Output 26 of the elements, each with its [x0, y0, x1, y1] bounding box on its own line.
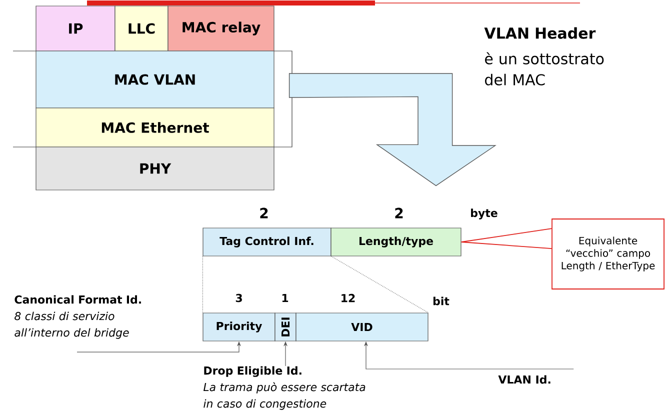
size-label: 2 — [260, 208, 268, 218]
protocol-layer-box: IP — [36, 6, 116, 52]
block-arrow — [288, 73, 496, 186]
protocol-layer-box: MAC VLAN — [36, 50, 274, 108]
annotation-text: VLAN Id. — [498, 375, 550, 384]
expansion-line — [202, 256, 203, 313]
protocol-layer-box: MAC Ethernet — [36, 108, 274, 148]
size-label: 1 — [282, 294, 288, 302]
callout-pointer — [460, 228, 552, 249]
callout-box: Equivalente “vecchio” campo Length / EtherType — [552, 218, 664, 290]
subheading: è un sottostrato del MAC — [485, 52, 604, 86]
annotation-text: Drop Eligible Id. La trama può essere scartata in caso di congestione — [204, 366, 366, 410]
heading: VLAN Header — [484, 27, 596, 39]
unit-label: bit — [433, 296, 450, 306]
header-field: VID — [296, 312, 428, 342]
size-label: 3 — [236, 294, 242, 302]
header-field: Tag Control Inf. — [202, 228, 332, 256]
expansion-line — [331, 256, 429, 313]
protocol-layer-box: MAC relay — [168, 6, 274, 52]
size-label: 12 — [342, 294, 355, 302]
unit-label: byte — [471, 208, 498, 220]
header-field: Length/type — [330, 228, 462, 256]
annotation-text: Canonical Format Id. 8 classi di servizio all’interno del bridge — [14, 295, 141, 339]
protocol-layer-box: PHY — [36, 146, 274, 190]
header-field: DEI — [274, 312, 296, 342]
protocol-layer-box: LLC — [114, 6, 168, 52]
